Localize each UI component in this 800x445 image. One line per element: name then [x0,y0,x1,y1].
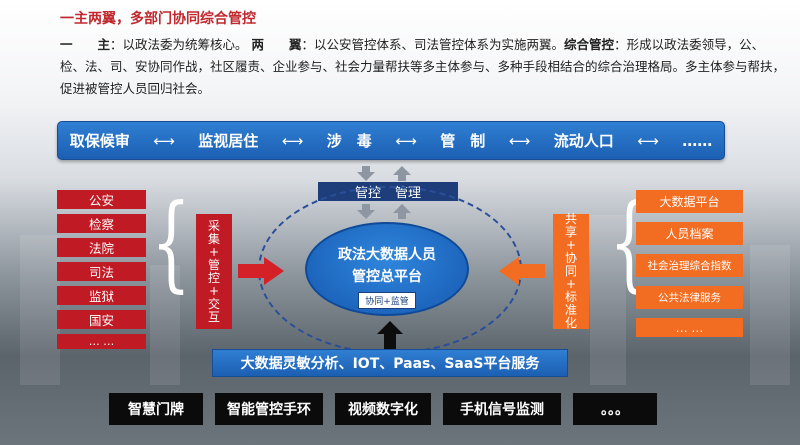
central-platform: 政法大数据人员 管控总平台 协同+监管 [305,222,469,316]
vertical-char: + [208,283,220,298]
vertical-char: 交 [207,296,220,311]
list-item: 国安 [57,310,146,329]
list-item: 公安 [57,190,146,209]
left-brace-icon: { [151,181,191,303]
share-coordinate-standardize-box: 共 享 + 协 同 + 标 准 化 [553,212,589,330]
double-arrow-icon: ⟷ [395,131,417,150]
vertical-char: + [565,238,577,252]
vertical-char: 享 [564,225,577,239]
vertical-char: + [565,277,577,291]
vertical-char: 互 [207,309,220,324]
platform-title-line2: 管控总平台 [352,269,422,285]
vertical-char: 管 [207,257,220,272]
intro-paragraph: 一 主：以政法委为统筹核心。 两 翼：以公安管控体系、司法管控体系为实施两翼。综… [60,34,785,100]
double-arrow-icon: ⟷ [153,131,175,150]
type-item: 流动人口 [553,132,614,150]
platform-title-line1: 政法大数据人员 [338,247,436,263]
type-item: 涉 毒 [326,132,372,150]
list-item: 法院 [57,238,146,257]
page-title: 一主两翼，多部门协同综合管控 [60,11,256,27]
platform-tag: 协同+监管 [358,292,416,309]
type-item: 取保候审 [69,132,130,150]
list-item: … … [57,334,146,349]
resource-list: 大数据平台 人员档案 社会治理综合指数 公共法律服务 … … [636,190,743,346]
zonghe-label: 综合管控 [564,37,615,52]
device-item: 智慧门牌 [109,393,203,425]
type-item: …… [682,131,713,150]
list-item: 大数据平台 [636,190,743,213]
vertical-char: 化 [564,316,577,330]
list-item: 公共法律服务 [636,286,743,309]
yi-label: 两 翼 [251,37,302,52]
type-item: 监视居住 [198,132,259,150]
yi-text: ：以公安管控体系、司法管控体系为实施两翼。 [301,37,565,52]
double-arrow-icon: ⟷ [508,131,531,150]
supervision-types-bar: 取保候审 ⟷ 监视居住 ⟷ 涉 毒 ⟷ 管 制 ⟷ 流动人口 ⟷ …… [57,121,725,160]
vertical-char: 协 [564,251,577,265]
left-arrow-icon [499,257,545,285]
device-row: 智慧门牌 智能管控手环 视频数字化 手机信号监测 。。。 [109,393,657,425]
device-item: 。。。 [573,393,657,425]
zhu-label: 一 主 [60,37,111,52]
device-item: 手机信号监测 [443,393,561,425]
up-arrow-icon [377,321,403,349]
collect-control-interact-box: 采 集 + 管 控 + 交 互 [196,214,232,329]
list-item: 检察 [57,214,146,233]
type-item: 管 制 [440,132,486,150]
double-arrow-icon: ⟷ [637,131,659,150]
list-item: … … [636,318,743,337]
vertical-char: + [208,244,220,259]
vertical-char: 共 [564,212,577,226]
device-item: 智能管控手环 [215,393,323,425]
vertical-char: 准 [564,303,577,317]
vertical-char: 同 [564,264,577,278]
list-item: 司法 [57,262,146,281]
department-list: 公安 检察 法院 司法 监狱 国安 … … [57,190,146,354]
zhu-text: ：以政法委为统筹核心。 [110,37,248,52]
list-item: 社会治理综合指数 [636,254,743,277]
vertical-char: 集 [207,231,220,246]
list-item: 监狱 [57,286,146,305]
right-arrow-icon [238,257,284,285]
vertical-char: 标 [564,290,577,304]
vertical-char: 控 [207,270,220,285]
platform-services-bar: 大数据灵敏分析、IOT、Paas、SaaS平台服务 [212,349,568,377]
zonghe-text: ：形成以政法委领导，公、检、法、司、安协同作战，社区履责、企业参与、社会力量帮扶… [60,37,786,96]
vertical-char: 采 [207,218,220,233]
list-item: 人员档案 [636,222,743,245]
double-arrow-icon: ⟷ [281,131,304,150]
device-item: 视频数字化 [335,393,431,425]
